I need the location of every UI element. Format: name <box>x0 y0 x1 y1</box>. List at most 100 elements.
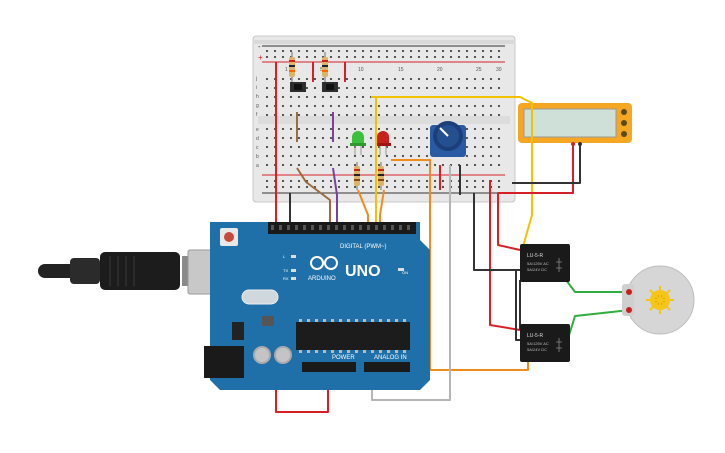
breadboard-hole <box>498 78 500 80</box>
breadboard-hole <box>434 180 436 182</box>
breadboard-hole <box>298 114 300 116</box>
breadboard-hole <box>378 155 380 157</box>
breadboard-hole <box>474 78 476 80</box>
wire-orange-led2 <box>379 189 385 224</box>
breadboard-hole <box>386 114 388 116</box>
breadboard-hole <box>410 50 412 52</box>
breadboard-hole <box>458 56 460 58</box>
on-label: ON <box>402 270 408 275</box>
breadboard-hole <box>482 50 484 52</box>
column-number: 5 <box>320 67 323 73</box>
breadboard-hole <box>330 50 332 52</box>
breadboard-hole <box>338 186 340 188</box>
column-numbers: 1 5 10 15 20 25 30 <box>285 67 502 73</box>
breadboard-hole <box>314 105 316 107</box>
breadboard-hole <box>442 87 444 89</box>
breadboard-hole <box>362 146 364 148</box>
led-green <box>350 131 366 155</box>
breadboard-hole <box>362 164 364 166</box>
breadboard-hole <box>402 87 404 89</box>
breadboard-hole <box>482 186 484 188</box>
breadboard-hole <box>386 50 388 52</box>
analog-label: ANALOG IN <box>374 355 407 361</box>
breadboard-hole <box>466 155 468 157</box>
column-number: 15 <box>398 67 404 73</box>
breadboard-hole <box>402 128 404 130</box>
breadboard-hole <box>282 128 284 130</box>
breadboard-hole <box>338 50 340 52</box>
breadboard-hole <box>450 56 452 58</box>
pushbutton-2[interactable] <box>322 82 338 92</box>
breadboard-hole <box>386 155 388 157</box>
breadboard-hole <box>490 78 492 80</box>
relay-spec-ac: 5A/125V AC <box>527 341 549 346</box>
breadboard-hole <box>290 128 292 130</box>
breadboard-hole <box>434 105 436 107</box>
relay-name: LU-5-R <box>527 253 544 259</box>
breadboard-hole <box>418 56 420 58</box>
breadboard-hole <box>458 78 460 80</box>
wire-purple-arduino <box>332 167 338 224</box>
breadboard-hole <box>394 114 396 116</box>
breadboard-hole <box>442 186 444 188</box>
resistor-4 <box>378 162 384 190</box>
breadboard-hole <box>338 137 340 139</box>
breadboard-hole <box>466 146 468 148</box>
breadboard-hole <box>418 114 420 116</box>
breadboard-hole <box>466 137 468 139</box>
lcd-display <box>518 103 632 146</box>
breadboard-hole <box>410 87 412 89</box>
breadboard-hole <box>322 56 324 58</box>
breadboard-hole <box>346 105 348 107</box>
breadboard-hole <box>378 186 380 188</box>
potentiometer[interactable] <box>430 121 466 157</box>
breadboard-hole <box>418 87 420 89</box>
breadboard-hole <box>458 114 460 116</box>
breadboard-hole <box>282 137 284 139</box>
breadboard-hole <box>426 105 428 107</box>
breadboard-hole <box>322 155 324 157</box>
breadboard-hole <box>266 78 268 80</box>
breadboard-hole <box>426 128 428 130</box>
breadboard-hole <box>338 146 340 148</box>
breadboard-hole <box>362 155 364 157</box>
breadboard-hole <box>346 56 348 58</box>
breadboard-hole <box>394 78 396 80</box>
rail-minus-label: - <box>258 42 261 51</box>
relay-name: LU-5-R <box>527 333 544 339</box>
row-letter: g <box>256 103 259 109</box>
breadboard-hole <box>306 114 308 116</box>
breadboard-hole <box>434 56 436 58</box>
breadboard-hole <box>458 50 460 52</box>
pushbutton-1[interactable] <box>290 82 306 92</box>
breadboard-hole <box>354 78 356 80</box>
breadboard-hole <box>314 146 316 148</box>
breadboard-hole <box>402 50 404 52</box>
breadboard-hole <box>394 180 396 182</box>
chip-pin <box>323 350 326 353</box>
breadboard-hole <box>330 164 332 166</box>
breadboard-hole <box>418 128 420 130</box>
breadboard-hole <box>410 186 412 188</box>
breadboard-hole <box>282 186 284 188</box>
breadboard-hole <box>298 105 300 107</box>
chip-pin <box>315 350 318 353</box>
header-pin <box>335 225 338 230</box>
breadboard-hole <box>338 56 340 58</box>
column-number: 25 <box>476 67 482 73</box>
breadboard-hole <box>434 87 436 89</box>
breadboard-hole <box>322 96 324 98</box>
breadboard-hole <box>330 128 332 130</box>
breadboard-hole <box>482 105 484 107</box>
breadboard-hole <box>346 128 348 130</box>
breadboard-hole <box>490 128 492 130</box>
breadboard-hole <box>306 137 308 139</box>
header-pin <box>295 225 298 230</box>
breadboard-hole <box>370 56 372 58</box>
breadboard-hole <box>394 155 396 157</box>
chip-pin <box>355 319 358 322</box>
header-pin <box>375 225 378 230</box>
resistor-1[interactable] <box>289 52 295 82</box>
breadboard-hole <box>314 50 316 52</box>
resistor-2[interactable] <box>322 52 328 82</box>
